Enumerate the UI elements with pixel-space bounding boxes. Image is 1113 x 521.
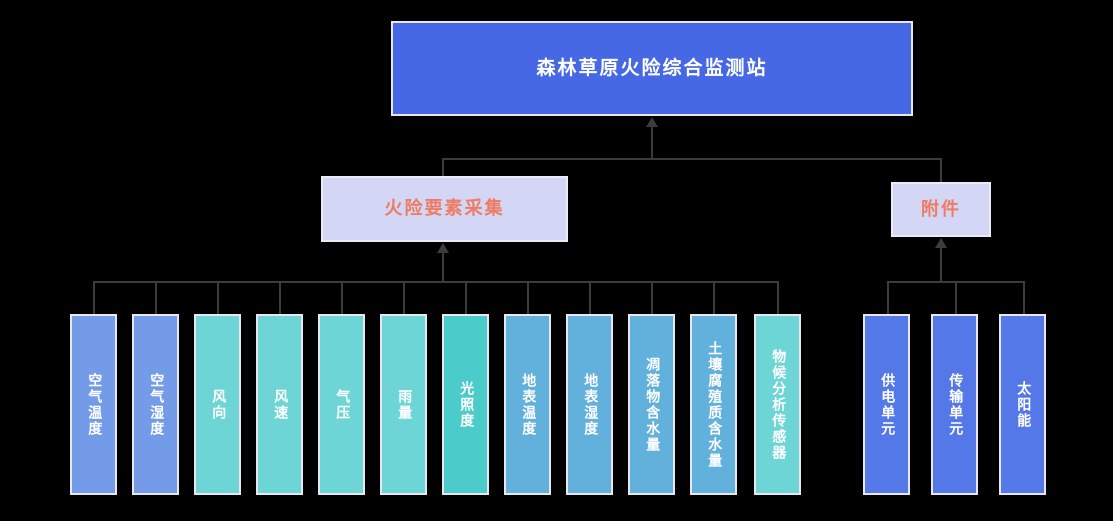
connector-accessories-stem <box>940 248 942 282</box>
node-leaf-phenology-sensor[interactable]: 物候分析传感器 <box>754 314 801 495</box>
node-leaf-solar-power[interactable]: 太阳能 <box>999 314 1046 495</box>
node-leaf-air-humidity[interactable]: 空气湿度 <box>132 314 179 495</box>
node-leaf-label: 地表湿度 <box>582 372 599 437</box>
node-leaf-label: 传输单元 <box>947 372 964 437</box>
connector-leaf-drop <box>777 281 779 314</box>
node-leaf-label: 凋落物含水量 <box>644 356 661 453</box>
connector-leaf-drop <box>465 281 467 314</box>
node-leaf-label: 地表温度 <box>520 372 537 437</box>
arrow-accessories-inbound <box>935 238 947 248</box>
connector-fire-elements-stem <box>442 253 444 282</box>
node-leaf-surface-temperature[interactable]: 地表温度 <box>504 314 551 495</box>
node-leaf-wind-speed[interactable]: 风速 <box>256 314 303 495</box>
node-leaf-label: 空气温度 <box>86 372 103 437</box>
node-leaf-litter-moisture[interactable]: 凋落物含水量 <box>628 314 675 495</box>
node-leaf-label: 太阳能 <box>1015 380 1032 429</box>
node-leaf-air-temperature[interactable]: 空气温度 <box>70 314 117 495</box>
node-leaf-label: 气压 <box>334 388 351 421</box>
connector-leaf-drop <box>589 281 591 314</box>
connector-level2-bus <box>442 158 942 160</box>
node-leaf-label: 光照度 <box>458 380 475 429</box>
node-leaf-label: 空气湿度 <box>148 372 165 437</box>
node-leaf-label: 土壤腐殖质含水量 <box>706 340 723 469</box>
connector-drop-fire-elements <box>442 158 444 177</box>
node-leaf-air-pressure[interactable]: 气压 <box>318 314 365 495</box>
node-leaf-illuminance[interactable]: 光照度 <box>442 314 489 495</box>
connector-leaf-drop <box>713 281 715 314</box>
arrow-fire-elements-inbound <box>437 243 449 253</box>
node-group-accessories-label: 附件 <box>921 198 961 220</box>
connector-leaf-drop <box>887 281 889 314</box>
connector-fire-elements-bus <box>93 281 778 283</box>
connector-leaf-drop <box>279 281 281 314</box>
node-group-fire-elements-label: 火险要素采集 <box>384 198 505 220</box>
node-leaf-label: 物候分析传感器 <box>770 348 787 461</box>
node-leaf-label: 供电单元 <box>879 372 896 437</box>
connector-root-stem <box>651 127 653 159</box>
node-leaf-transmission-unit[interactable]: 传输单元 <box>931 314 978 495</box>
connector-leaf-drop <box>403 281 405 314</box>
node-leaf-surface-humidity[interactable]: 地表湿度 <box>566 314 613 495</box>
connector-leaf-drop <box>955 281 957 314</box>
connector-leaf-drop <box>527 281 529 314</box>
connector-leaf-drop <box>93 281 95 314</box>
node-root-label: 森林草原火险综合监测站 <box>536 57 768 80</box>
connector-leaf-drop <box>341 281 343 314</box>
connector-leaf-drop <box>1023 281 1025 314</box>
node-leaf-power-supply-unit[interactable]: 供电单元 <box>863 314 910 495</box>
connector-leaf-drop <box>217 281 219 314</box>
node-leaf-label: 风速 <box>272 388 289 421</box>
node-leaf-soil-humus-moisture[interactable]: 土壤腐殖质含水量 <box>690 314 737 495</box>
node-group-fire-elements[interactable]: 火险要素采集 <box>321 176 568 242</box>
node-leaf-label: 雨量 <box>396 388 413 421</box>
node-leaf-label: 风向 <box>210 388 227 421</box>
arrow-root-inbound <box>646 117 658 127</box>
connector-drop-accessories <box>940 158 942 183</box>
node-root-monitoring-station[interactable]: 森林草原火险综合监测站 <box>391 21 913 116</box>
connector-leaf-drop <box>155 281 157 314</box>
node-leaf-rainfall[interactable]: 雨量 <box>380 314 427 495</box>
node-leaf-wind-direction[interactable]: 风向 <box>194 314 241 495</box>
connector-leaf-drop <box>651 281 653 314</box>
node-group-accessories[interactable]: 附件 <box>891 182 991 237</box>
